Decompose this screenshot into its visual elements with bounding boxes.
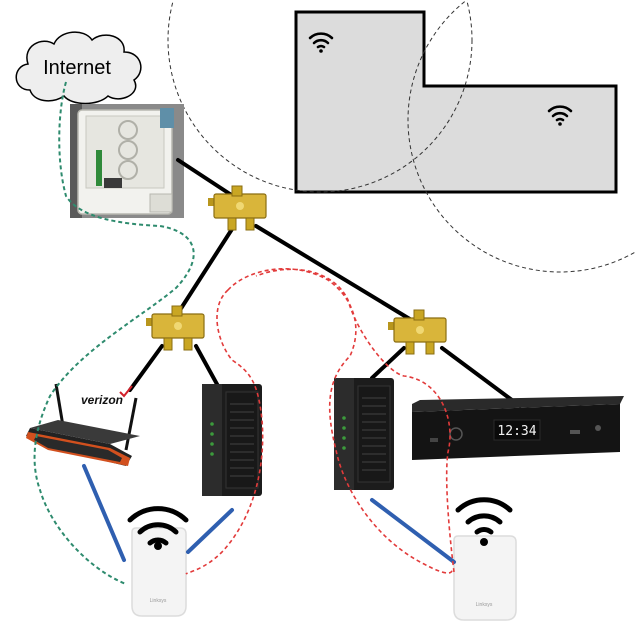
splitter-icon (208, 185, 267, 231)
moca-network-path (185, 267, 455, 575)
set-top-box-clock: 12:34 (497, 424, 536, 439)
fiber-box-icon (70, 104, 184, 218)
ethernet-links (82, 464, 456, 564)
mesh-node-icon (127, 506, 189, 617)
mesh-node-icon (453, 497, 517, 621)
wifi-coverage-areas (167, 0, 636, 273)
splitter-icon (146, 305, 205, 351)
wifi-coverage-circle (167, 0, 473, 193)
wifi-icon (547, 105, 573, 126)
cloud-icon (15, 31, 142, 105)
moca-adapter-icon (334, 378, 394, 490)
router-brand: verizon (81, 393, 123, 407)
cloud-label: Internet (43, 57, 111, 79)
set-top-box-icon (412, 396, 624, 460)
internet-fiber-path (33, 81, 195, 585)
mesh-node-brand: Linksys (150, 598, 167, 604)
coax-cables (128, 158, 522, 408)
mesh-node-brand: Linksys (476, 602, 493, 608)
moca-adapter-icon (202, 384, 262, 496)
wifi-icon (308, 32, 334, 53)
router-icon (26, 383, 140, 466)
house-floorplan (294, 10, 618, 194)
wifi-coverage-circle (407, 0, 636, 273)
splitter-icon (388, 309, 447, 355)
verizon-check-icon (119, 385, 133, 398)
